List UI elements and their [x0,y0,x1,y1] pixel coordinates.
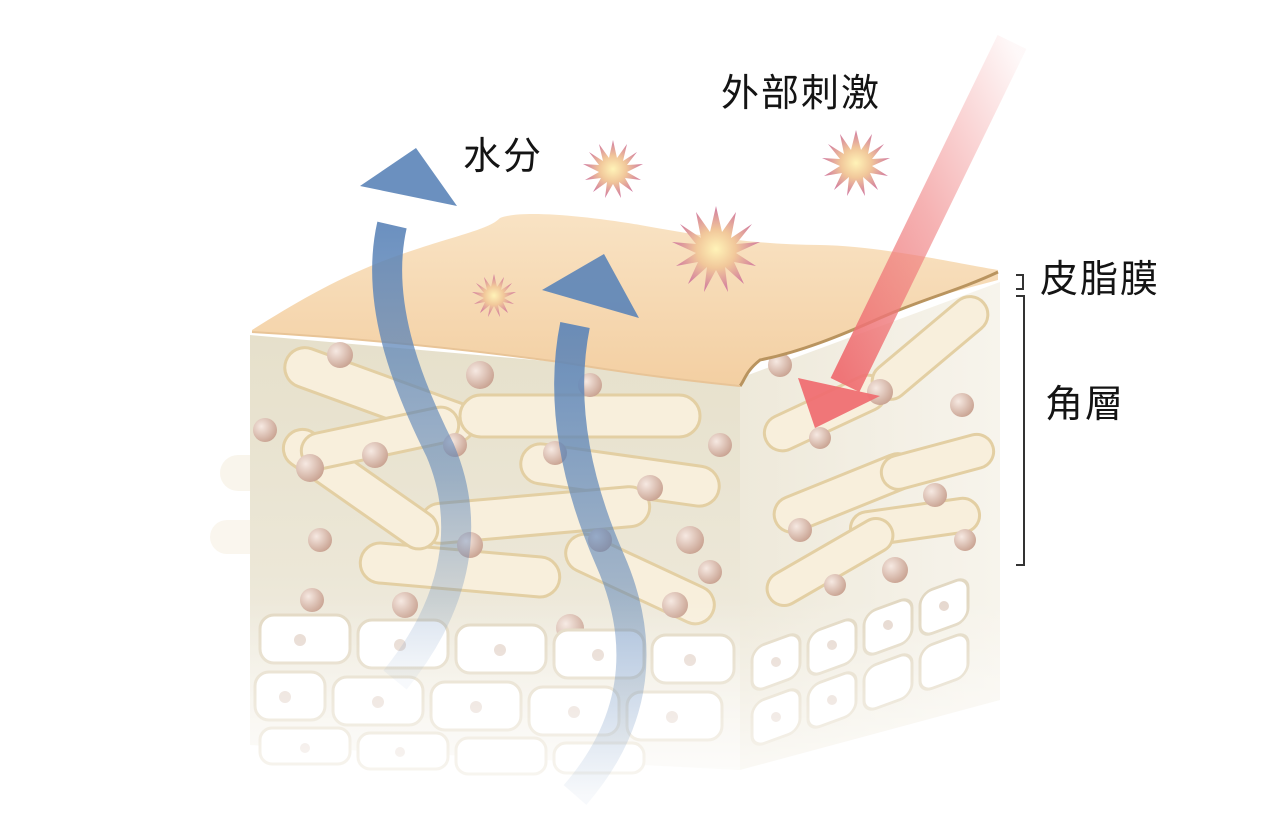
label-water: 水分 [463,134,544,178]
external-stimulus-arrow [798,34,1027,428]
label-sebum-film: 皮脂膜 [1040,257,1161,301]
label-stratum-corneum: 角層 [1045,382,1126,426]
bracket-stratum-corneum [1016,295,1025,566]
starburst-particle-icon [672,206,760,292]
starburst-particle-icon [822,130,890,196]
water-arrow-left [360,148,472,690]
bracket-sebum-film [1016,274,1024,290]
starburst-particle-icon [472,274,516,317]
water-arrow-right [542,254,647,805]
starburst-particle-icon [583,140,643,198]
label-external-stimuli: 外部刺激 [721,71,882,115]
stimulus-particles [472,130,890,317]
